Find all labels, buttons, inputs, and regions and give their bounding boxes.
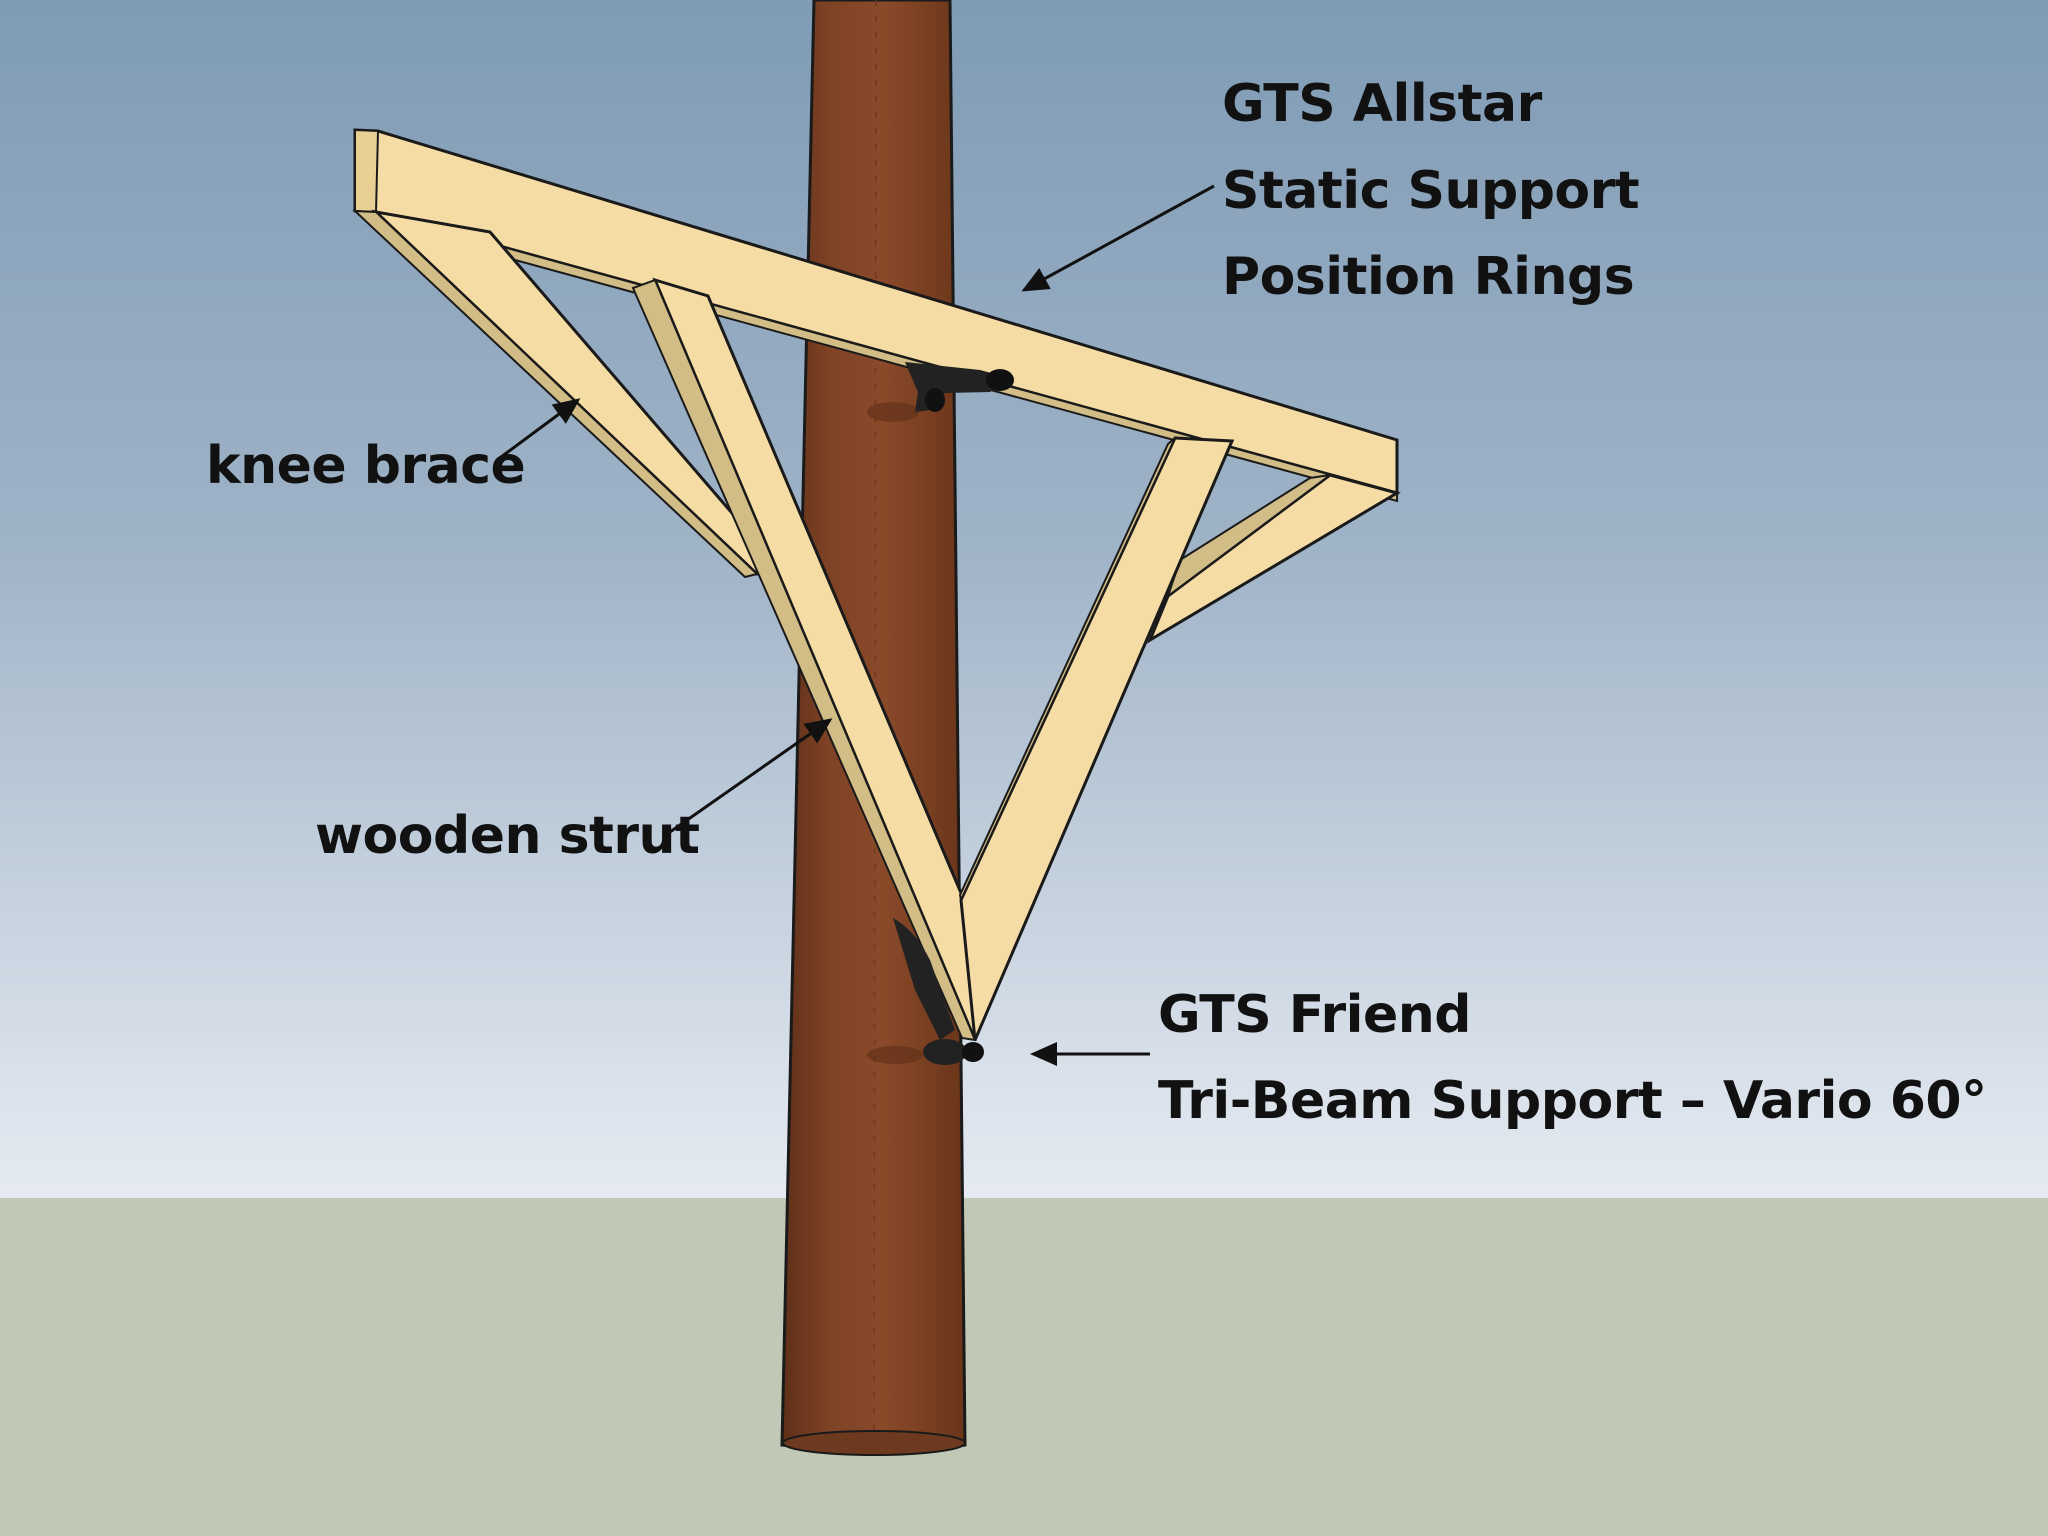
- friend-support-hardware: [867, 918, 984, 1065]
- sky: [0, 0, 2048, 1198]
- arrow-allstar: [1021, 184, 1215, 292]
- arrow-knee-brace: [496, 398, 581, 462]
- label-friend-title: GTS Friend: [1158, 985, 1471, 1045]
- label-allstar-title: GTS Allstar: [1222, 74, 1542, 134]
- allstar-support-hardware: [867, 362, 1014, 422]
- ground: [0, 1198, 2048, 1536]
- annotation-arrows: [496, 184, 1215, 1066]
- label-allstar-line3: Position Rings: [1222, 247, 1635, 307]
- label-allstar-line2: Static Support: [1222, 161, 1640, 221]
- knee-brace-right: [1146, 473, 1401, 644]
- top-beam: [353, 128, 1399, 503]
- wooden-strut-right: [958, 436, 1235, 1041]
- label-knee-brace: knee brace: [206, 436, 526, 496]
- arrow-wooden-strut: [669, 718, 833, 834]
- label-wooden-strut: wooden strut: [315, 806, 700, 866]
- label-friend-line2: Tri-Beam Support – Vario 60°: [1158, 1071, 1987, 1131]
